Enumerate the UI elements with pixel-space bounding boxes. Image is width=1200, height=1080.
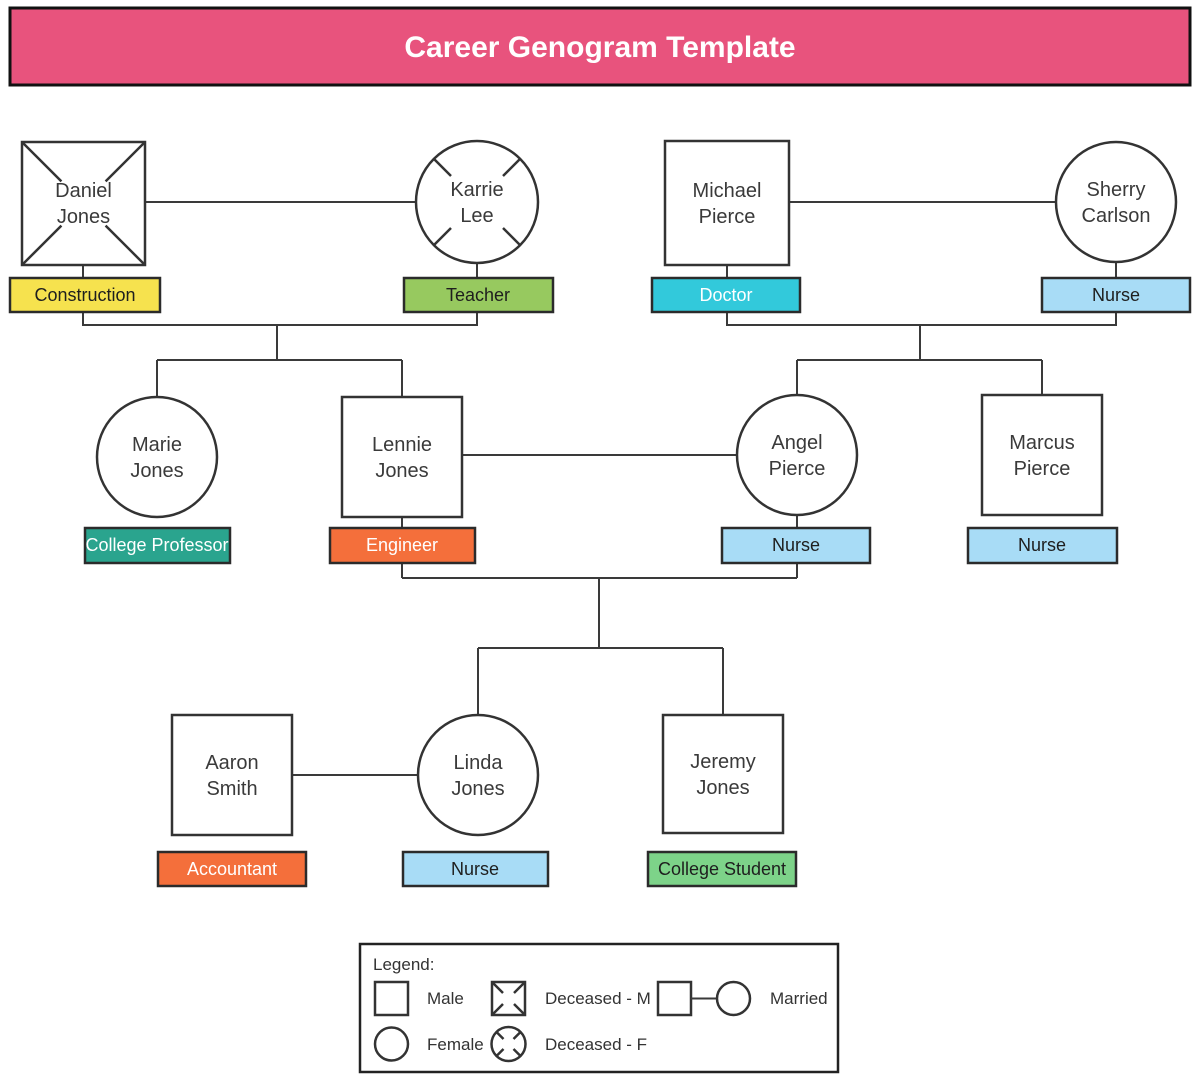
career-text: Engineer: [366, 535, 438, 555]
person-name-line2: Jones: [130, 460, 183, 482]
career-text: College Student: [658, 859, 786, 879]
career-box: [646, 850, 798, 888]
node-linda-jones[interactable]: Linda Jones: [416, 713, 540, 837]
legend-male-label: Male: [427, 989, 464, 1008]
male-symbol: [170, 713, 294, 837]
career-box: [401, 850, 550, 888]
legend-deceased-male-icon: [490, 980, 527, 1017]
career-label-nurse-angel[interactable]: Nurse: [720, 526, 872, 565]
node-lennie-jones[interactable]: Lennie Jones: [340, 395, 464, 519]
male-symbol: [980, 393, 1104, 517]
node-sherry-carlson[interactable]: Sherry Carlson: [1054, 140, 1178, 264]
career-text: Construction: [34, 285, 135, 305]
career-box: [966, 526, 1119, 565]
person-name-line2: Pierce: [699, 206, 756, 228]
legend-box: [358, 942, 840, 1074]
person-name-line1: Marcus: [1009, 432, 1075, 454]
career-text: College Professor: [85, 535, 228, 555]
node-jeremy-jones[interactable]: Jeremy Jones: [661, 713, 785, 835]
page-title: Career Genogram Template: [404, 31, 795, 64]
deceased-x-mark-icon: [21, 141, 146, 266]
career-label-construction[interactable]: Construction: [8, 276, 162, 314]
legend-female-icon: [373, 1026, 410, 1062]
title-banner-rect: [8, 6, 1192, 87]
person-name-line1: Michael: [693, 180, 762, 202]
legend-title: Legend:: [373, 955, 434, 974]
person-name-line2: Smith: [206, 778, 257, 800]
person-name-line2: Jones: [451, 778, 504, 800]
legend-married-icon: [656, 980, 752, 1017]
node-michael-pierce[interactable]: Michael Pierce: [663, 139, 791, 267]
node-angel-pierce[interactable]: Angel Pierce: [735, 393, 859, 517]
person-name-line1: Daniel: [55, 180, 112, 202]
career-box: [1040, 276, 1192, 314]
person-name-line2: Pierce: [1014, 458, 1071, 480]
person-name-line2: Lee: [460, 205, 493, 227]
career-label-college-student[interactable]: College Student: [646, 850, 798, 888]
node-marie-jones[interactable]: Marie Jones: [95, 395, 219, 519]
career-box: [402, 276, 555, 314]
career-box: [328, 526, 477, 565]
person-name-line2: Jones: [696, 777, 749, 799]
career-label-doctor[interactable]: Doctor: [650, 276, 802, 314]
family-connectors: [82, 201, 1117, 776]
person-name-line1: Lennie: [372, 434, 432, 456]
person-name-line2: Jones: [57, 206, 110, 228]
node-daniel-jones[interactable]: Daniel Jones: [20, 140, 147, 267]
legend-deceased-female-label: Deceased - F: [545, 1035, 647, 1054]
legend-male-icon: [373, 980, 410, 1017]
title-banner: Career Genogram Template: [8, 6, 1192, 87]
career-box: [156, 850, 308, 888]
male-symbol: [661, 713, 785, 835]
career-text: Nurse: [772, 535, 820, 555]
person-name-line1: Marie: [132, 434, 182, 456]
career-text: Nurse: [451, 859, 499, 879]
person-name-line1: Sherry: [1087, 179, 1146, 201]
career-label-nurse-sherry[interactable]: Nurse: [1040, 276, 1192, 314]
female-symbol: [1054, 140, 1178, 264]
career-text: Nurse: [1018, 535, 1066, 555]
career-box: [8, 276, 162, 314]
male-symbol: [663, 139, 791, 267]
career-label-engineer[interactable]: Engineer: [328, 526, 477, 565]
career-text: Accountant: [187, 859, 277, 879]
node-karrie-lee[interactable]: Karrie Lee: [414, 139, 540, 265]
career-label-nurse-marcus[interactable]: Nurse: [966, 526, 1119, 565]
legend: Legend: Male Deceased - M Married Female: [358, 942, 840, 1074]
career-label-nurse-linda[interactable]: Nurse: [401, 850, 550, 888]
career-box: [720, 526, 872, 565]
person-name-line2: Pierce: [769, 458, 826, 480]
person-name-line1: Aaron: [205, 752, 258, 774]
career-label-teacher[interactable]: Teacher: [402, 276, 555, 314]
legend-deceased-female-icon: [490, 1025, 527, 1063]
career-label-college-professor[interactable]: College Professor: [83, 526, 232, 565]
male-symbol: [340, 395, 464, 519]
legend-deceased-male-label: Deceased - M: [545, 989, 651, 1008]
legend-female-label: Female: [427, 1035, 484, 1054]
career-text: Doctor: [699, 285, 752, 305]
legend-married-label: Married: [770, 989, 828, 1008]
person-name-line2: Carlson: [1082, 205, 1151, 227]
person-name-line1: Jeremy: [690, 751, 756, 773]
deceased-tick-mark-icon: [433, 158, 521, 246]
person-name-line1: Angel: [771, 432, 822, 454]
career-text: Nurse: [1092, 285, 1140, 305]
female-symbol: [735, 393, 859, 517]
node-marcus-pierce[interactable]: Marcus Pierce: [980, 393, 1104, 517]
person-name-line1: Linda: [454, 752, 504, 774]
person-name-line1: Karrie: [450, 179, 503, 201]
career-box: [83, 526, 232, 565]
career-box: [650, 276, 802, 314]
female-symbol: [95, 395, 219, 519]
node-aaron-smith[interactable]: Aaron Smith: [170, 713, 294, 837]
career-label-accountant[interactable]: Accountant: [156, 850, 308, 888]
female-symbol: [416, 713, 540, 837]
career-text: Teacher: [446, 285, 510, 305]
person-name-line2: Jones: [375, 460, 428, 482]
